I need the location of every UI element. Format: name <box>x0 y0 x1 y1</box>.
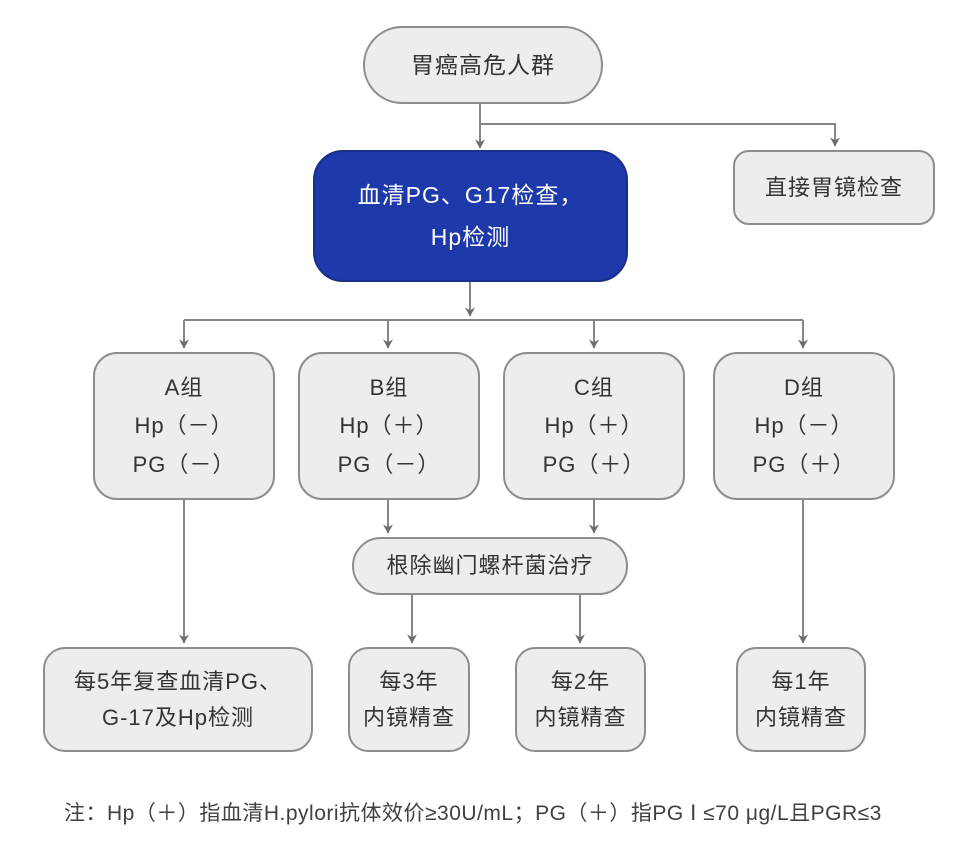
group-hp-status: Hp（－） <box>754 413 854 439</box>
node-followup-every-2-years: 每2年 内镜精查 <box>515 647 646 752</box>
node-serum-pg-g17-hp-test: 血清PG、G17检查， Hp检测 <box>313 150 628 282</box>
node-followup-every-3-years: 每3年 内镜精查 <box>348 647 470 752</box>
node-group-d: D组 Hp（－） PG（＋） <box>713 352 895 500</box>
node-direct-gastroscopy: 直接胃镜检查 <box>733 150 935 225</box>
node-label: 胃癌高危人群 <box>411 51 555 78</box>
node-group-b: B组 Hp（＋） PG（－） <box>298 352 480 500</box>
node-label-line1: 每3年 <box>379 668 439 694</box>
node-label-line1: 每5年复查血清PG、 <box>73 668 283 694</box>
node-label: 根除幽门螺杆菌治疗 <box>386 553 594 579</box>
node-group-a: A组 Hp（－） PG（－） <box>93 352 275 500</box>
group-pg-status: PG（－） <box>337 451 441 477</box>
node-label-line1: 每2年 <box>550 668 611 694</box>
group-hp-status: Hp（－） <box>134 413 234 439</box>
node-label-line1: 血清PG、G17检查， <box>357 181 584 208</box>
node-label-line2: G-17及Hp检测 <box>101 705 255 730</box>
group-pg-status: PG（＋） <box>542 451 646 477</box>
group-title: A组 <box>164 375 204 401</box>
node-followup-every-1-year: 每1年 内镜精查 <box>736 647 866 752</box>
node-label-line2: 内镜精查 <box>362 705 455 730</box>
node-group-c: C组 Hp（＋） PG（＋） <box>503 352 685 500</box>
group-pg-status: PG（－） <box>132 451 236 477</box>
node-label: 直接胃镜检查 <box>764 174 903 200</box>
group-hp-status: Hp（＋） <box>339 413 439 439</box>
footnote: 注：Hp（＋）指血清H.pylori抗体效价≥30U/mL；PG（＋）指PG Ⅰ… <box>64 802 882 825</box>
group-pg-status: PG（＋） <box>752 451 856 477</box>
node-label-line1: 每1年 <box>771 668 831 694</box>
group-hp-status: Hp（＋） <box>544 413 644 439</box>
node-label-line2: 内镜精查 <box>754 705 847 730</box>
node-followup-every-5-years: 每5年复查血清PG、 G-17及Hp检测 <box>43 647 313 752</box>
node-label-line2: Hp检测 <box>430 224 511 250</box>
group-title: C组 <box>574 375 614 401</box>
group-title: B组 <box>369 375 409 401</box>
node-hp-eradication-treatment: 根除幽门螺杆菌治疗 <box>352 537 628 595</box>
group-title: D组 <box>784 375 824 401</box>
node-label-line2: 内镜精查 <box>534 705 627 730</box>
connector-start-to-direct <box>480 123 840 147</box>
node-high-risk-population: 胃癌高危人群 <box>363 26 603 104</box>
